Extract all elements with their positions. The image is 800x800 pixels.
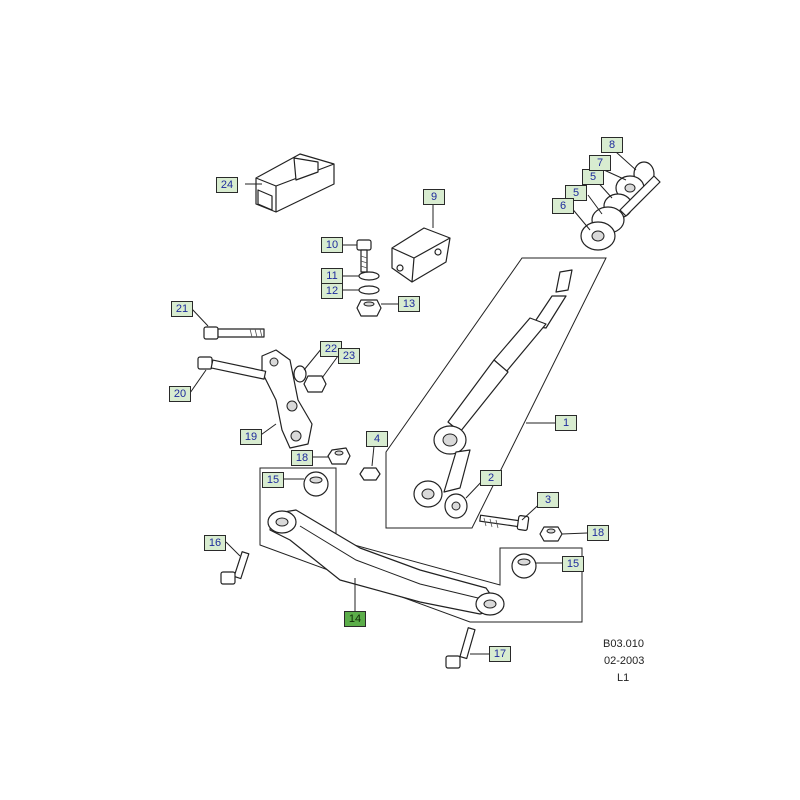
callout-13[interactable]: 13 <box>398 296 420 312</box>
bush-2-part[interactable] <box>444 493 468 519</box>
bush-15-left-part[interactable] <box>303 471 329 497</box>
arm-group-outline <box>385 257 607 529</box>
leader-lines <box>189 151 637 655</box>
diagram-revision: L1 <box>617 672 630 684</box>
callout-5a[interactable]: 5 <box>582 169 604 185</box>
callout-16[interactable]: 16 <box>204 535 226 551</box>
bolt-17-part[interactable] <box>445 627 476 669</box>
mounting-bracket-part[interactable] <box>391 227 451 283</box>
callout-10[interactable]: 10 <box>321 237 343 253</box>
callout-17[interactable]: 17 <box>489 646 511 662</box>
nut-18-right-part[interactable] <box>539 526 563 542</box>
callout-18a[interactable]: 18 <box>291 450 313 466</box>
callout-23[interactable]: 23 <box>338 348 360 364</box>
callout-14-selected[interactable]: 14 <box>344 611 366 627</box>
bush-15-right-part[interactable] <box>511 553 537 579</box>
callout-3[interactable]: 3 <box>537 492 559 508</box>
washer-12-part[interactable] <box>358 285 380 295</box>
callout-7[interactable]: 7 <box>589 155 611 171</box>
nut-4-part[interactable] <box>359 467 381 481</box>
nut-23-part[interactable] <box>303 375 327 393</box>
callout-2[interactable]: 2 <box>480 470 502 486</box>
callout-5b[interactable]: 5 <box>565 185 587 201</box>
callout-4[interactable]: 4 <box>366 431 388 447</box>
washer-22-part[interactable] <box>293 365 307 383</box>
washer-11-part[interactable] <box>358 271 380 281</box>
callout-11[interactable]: 11 <box>321 268 343 284</box>
bush-stack-part[interactable] <box>580 161 661 251</box>
bolt-3-part[interactable] <box>479 514 530 531</box>
callout-15a[interactable]: 15 <box>262 472 284 488</box>
callout-15b[interactable]: 15 <box>562 556 584 572</box>
callout-8[interactable]: 8 <box>601 137 623 153</box>
bump-stop-part[interactable] <box>255 153 335 213</box>
bolt-21-part[interactable] <box>203 326 265 340</box>
nut-13-part[interactable] <box>356 299 382 317</box>
callout-20[interactable]: 20 <box>169 386 191 402</box>
diagram-reference-code: B03.010 <box>603 638 644 650</box>
bolt-16-part[interactable] <box>220 551 250 585</box>
callout-19[interactable]: 19 <box>240 429 262 445</box>
callout-6[interactable]: 6 <box>552 198 574 214</box>
callout-1[interactable]: 1 <box>555 415 577 431</box>
lower-link-part[interactable] <box>267 509 505 616</box>
callout-9[interactable]: 9 <box>423 189 445 205</box>
callout-18b[interactable]: 18 <box>587 525 609 541</box>
callout-21[interactable]: 21 <box>171 301 193 317</box>
callout-24[interactable]: 24 <box>216 177 238 193</box>
bracket-19-part[interactable] <box>261 349 313 449</box>
nut-18-left-part[interactable] <box>327 447 351 465</box>
radius-arm-part[interactable] <box>413 269 573 508</box>
callout-12[interactable]: 12 <box>321 283 343 299</box>
bolt-10-part[interactable] <box>356 239 372 273</box>
bolt-20-part[interactable] <box>197 356 267 380</box>
diagram-date: 02-2003 <box>604 655 645 667</box>
